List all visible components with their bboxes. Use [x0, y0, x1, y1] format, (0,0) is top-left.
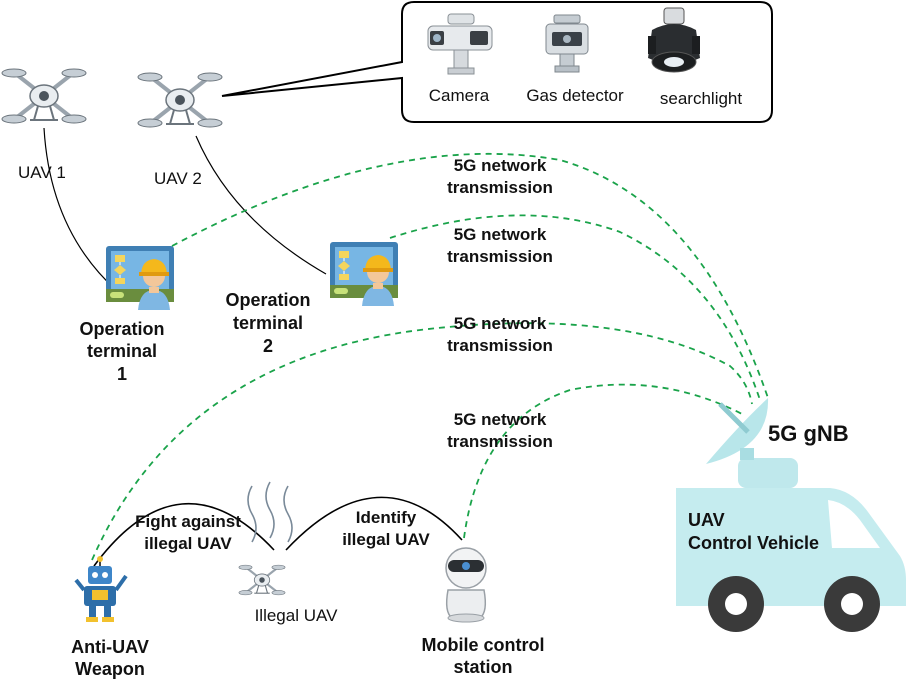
anti-uav-robot-icon: [74, 556, 128, 622]
5g-link-label-3: 5G network transmission: [447, 314, 553, 355]
jamming-waves-icon: [247, 481, 293, 543]
svg-text:transmission: transmission: [447, 336, 553, 355]
svg-text:station: station: [453, 657, 512, 677]
gas-detector-label: Gas detector: [526, 86, 624, 105]
anti-uav-label: Anti-UAV Weapon: [71, 637, 149, 679]
uav-1-label: UAV 1: [18, 163, 66, 182]
ptz-camera-icon: [427, 13, 493, 75]
terminal-1-label: Operation terminal 1: [79, 319, 164, 384]
uav-2-drone-icon: [136, 71, 224, 129]
mobile-station-security-robot-icon: [445, 547, 487, 623]
svg-text:transmission: transmission: [447, 432, 553, 451]
svg-text:5G network: 5G network: [454, 410, 547, 429]
svg-text:Identify: Identify: [356, 508, 417, 527]
fight-arc: [93, 503, 275, 567]
svg-text:Anti-UAV: Anti-UAV: [71, 637, 149, 657]
5g-link-label-4: 5G network transmission: [447, 410, 553, 451]
svg-text:terminal: terminal: [233, 313, 303, 333]
svg-text:5G network: 5G network: [454, 225, 547, 244]
uav-1-to-terminal-1-cable: [43, 127, 117, 291]
uav-control-vehicle-van-icon: [676, 458, 906, 632]
gas-detector-icon: [545, 14, 589, 73]
svg-text:illegal UAV: illegal UAV: [342, 530, 430, 549]
gnb-label: 5G gNB: [768, 421, 849, 446]
svg-text:Fight against: Fight against: [135, 512, 241, 531]
5g-link-terminal-1: [171, 152, 769, 399]
svg-text:Operation: Operation: [79, 319, 164, 339]
searchlight-label: searchlight: [660, 89, 742, 108]
svg-text:Operation: Operation: [225, 290, 310, 310]
svg-text:terminal: terminal: [87, 341, 157, 361]
uav-2-to-terminal-2-cable: [195, 135, 327, 275]
searchlight-icon: [648, 7, 700, 73]
svg-text:5G network: 5G network: [454, 314, 547, 333]
terminal-2-label: Operation terminal 2: [225, 290, 310, 356]
identify-label: Identify illegal UAV: [342, 508, 430, 549]
5g-link-anti-uav: [91, 322, 753, 561]
svg-text:transmission: transmission: [447, 178, 553, 197]
vehicle-label: UAV Control Vehicle: [688, 510, 819, 553]
terminal-2-operator-monitor-icon: [329, 241, 399, 307]
svg-text:transmission: transmission: [447, 247, 553, 266]
camera-label: Camera: [429, 86, 490, 105]
gnb-satellite-dish-icon: [706, 398, 769, 464]
terminal-1-operator-monitor-icon: [105, 245, 175, 311]
svg-text:Weapon: Weapon: [75, 659, 145, 679]
5g-links: [91, 152, 769, 561]
illegal-uav-label: Illegal UAV: [255, 606, 338, 625]
svg-text:Mobile control: Mobile control: [422, 635, 545, 655]
svg-text:2: 2: [263, 336, 273, 356]
uav-1-drone-icon: [0, 67, 88, 125]
equipment-labels: Camera Gas detector searchlight: [429, 86, 743, 108]
fight-label: Fight against illegal UAV: [135, 512, 241, 553]
equipment-callout: [221, 1, 773, 123]
svg-text:5G network: 5G network: [454, 156, 547, 175]
svg-text:UAV: UAV: [688, 510, 725, 530]
svg-text:1: 1: [117, 364, 127, 384]
svg-text:Control Vehicle: Control Vehicle: [688, 533, 819, 553]
5g-link-label-2: 5G network transmission: [447, 225, 553, 266]
identify-arc: [285, 496, 463, 551]
uav-2-label: UAV 2: [154, 169, 202, 188]
mobile-station-label: Mobile control station: [422, 635, 545, 677]
5g-link-mobile-station: [463, 383, 743, 539]
svg-text:illegal UAV: illegal UAV: [144, 534, 232, 553]
5g-link-label-1: 5G network transmission: [447, 156, 553, 197]
5g-link-terminal-2: [389, 214, 761, 401]
illegal-uav-drone-icon: [237, 564, 287, 596]
